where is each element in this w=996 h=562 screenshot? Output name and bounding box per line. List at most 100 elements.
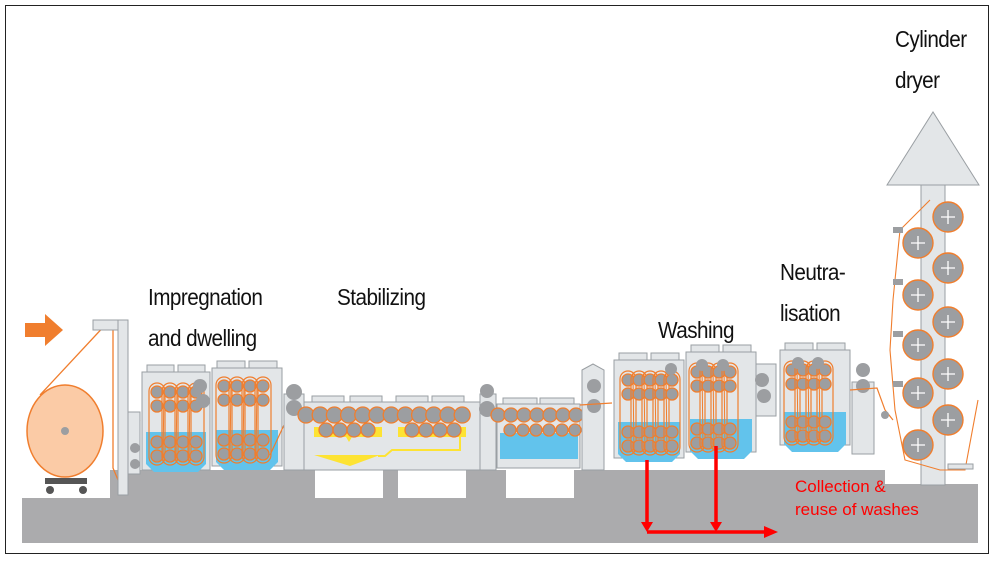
roller bbox=[230, 447, 244, 461]
fabric-loop bbox=[161, 382, 179, 466]
roller bbox=[665, 425, 679, 439]
roller bbox=[163, 399, 177, 413]
label-impregnation-line1: Impregnation bbox=[148, 284, 263, 310]
impregnation-tank-2-lid bbox=[216, 360, 246, 369]
roll-cart bbox=[45, 478, 87, 484]
fabric-path bbox=[579, 402, 613, 406]
roller bbox=[755, 373, 769, 387]
roller bbox=[757, 389, 771, 403]
roller bbox=[150, 399, 164, 413]
roller bbox=[163, 449, 177, 463]
roller bbox=[701, 379, 715, 393]
dryer-bracket bbox=[893, 381, 903, 387]
roller bbox=[690, 379, 704, 393]
guide-roller bbox=[130, 459, 140, 469]
roller bbox=[230, 393, 244, 407]
label-stabilizing: Stabilizing bbox=[337, 284, 426, 310]
roller bbox=[176, 385, 190, 399]
label-impregnation: Impregnation and dwelling bbox=[148, 277, 263, 359]
roller bbox=[150, 449, 164, 463]
fabric-loop bbox=[641, 370, 659, 456]
roller bbox=[665, 373, 679, 387]
fabric-loop bbox=[652, 370, 670, 456]
roller bbox=[360, 422, 376, 438]
flow-arrowhead-icon bbox=[641, 522, 653, 532]
fabric-path bbox=[712, 365, 715, 450]
label-collection-reuse: Collection & reuse of washes bbox=[795, 475, 919, 521]
roller bbox=[701, 422, 715, 436]
roller bbox=[503, 407, 519, 423]
nip-roller bbox=[286, 384, 302, 400]
roller bbox=[176, 435, 190, 449]
roller bbox=[217, 433, 231, 447]
roller bbox=[490, 407, 506, 423]
roller bbox=[453, 406, 471, 424]
impregnation-tank-1-lid bbox=[146, 364, 175, 373]
cylinder-cross-icon bbox=[911, 236, 925, 250]
floor bbox=[22, 470, 978, 543]
roller bbox=[176, 449, 190, 463]
roller bbox=[418, 422, 434, 438]
roller bbox=[712, 422, 726, 436]
cylinder-cross-icon bbox=[941, 367, 955, 381]
roller bbox=[665, 439, 679, 453]
nip-roller bbox=[587, 399, 601, 413]
fabric-path bbox=[807, 363, 810, 443]
fabric-path bbox=[175, 385, 178, 463]
stabilizing-lid bbox=[349, 395, 383, 403]
roller bbox=[256, 393, 270, 407]
fabric-loop bbox=[241, 376, 259, 464]
cylinder-cross-icon bbox=[911, 338, 925, 352]
fabric-path bbox=[632, 373, 635, 453]
guide-roller bbox=[881, 411, 889, 419]
cart-wheel bbox=[79, 486, 87, 494]
roller bbox=[654, 425, 668, 439]
roller bbox=[712, 379, 726, 393]
cart-wheel bbox=[46, 486, 54, 494]
roller bbox=[723, 422, 737, 436]
guide-roller bbox=[130, 443, 140, 453]
roller bbox=[189, 449, 203, 463]
roller bbox=[196, 394, 210, 408]
roller bbox=[503, 423, 517, 437]
roller bbox=[796, 377, 810, 391]
fabric-path bbox=[229, 379, 232, 461]
roller bbox=[807, 415, 821, 429]
roller bbox=[621, 387, 635, 401]
washing-tank-1-lid bbox=[618, 352, 648, 361]
fabric-loop bbox=[783, 360, 801, 446]
roller bbox=[256, 379, 270, 393]
fabric-path bbox=[162, 385, 165, 463]
fabric-path bbox=[188, 385, 191, 463]
chemical-reservoir bbox=[314, 455, 380, 466]
cylinder-cross-icon bbox=[941, 413, 955, 427]
roller bbox=[243, 447, 257, 461]
fabric-path bbox=[889, 199, 979, 471]
flow-arrowhead-icon bbox=[764, 526, 778, 538]
roller bbox=[792, 357, 804, 369]
stabilizing-lid bbox=[431, 395, 465, 403]
guide-frame bbox=[127, 411, 141, 475]
fabric-path bbox=[654, 373, 657, 453]
roller bbox=[243, 379, 257, 393]
cylinder-cross-icon bbox=[941, 261, 955, 275]
dryer-bracket bbox=[893, 279, 903, 285]
roller bbox=[256, 433, 270, 447]
roller bbox=[643, 387, 657, 401]
roller bbox=[621, 425, 635, 439]
roller bbox=[256, 447, 270, 461]
roller bbox=[163, 385, 177, 399]
fabric-loop bbox=[254, 376, 272, 464]
floor-pit bbox=[506, 470, 574, 498]
roller bbox=[785, 415, 799, 429]
roller bbox=[723, 436, 737, 450]
fabric-path bbox=[643, 373, 646, 453]
dryer-bracket bbox=[893, 227, 903, 233]
nip-roller bbox=[480, 384, 494, 398]
label-neutralisation-line2: lisation bbox=[780, 300, 841, 326]
rinse-lid bbox=[539, 397, 575, 405]
roller bbox=[217, 393, 231, 407]
roller bbox=[796, 415, 810, 429]
roller bbox=[529, 423, 543, 437]
